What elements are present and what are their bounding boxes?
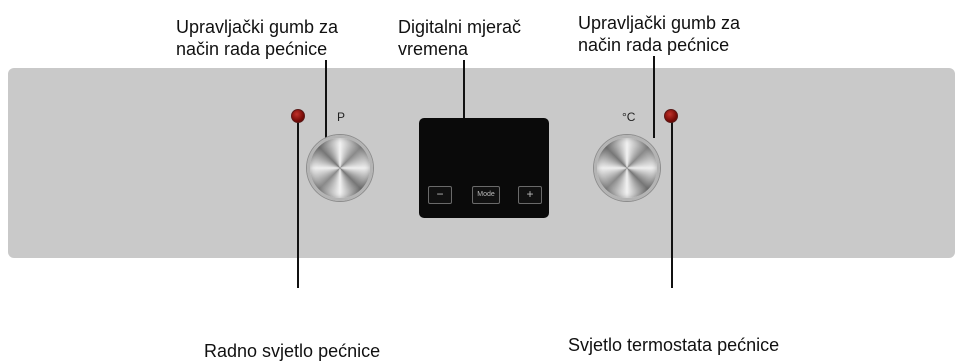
work-light-indicator — [291, 109, 305, 123]
timer-mode-button[interactable]: Mode — [472, 186, 500, 204]
temperature-control-knob[interactable] — [594, 135, 660, 201]
left-knob-leader-line — [325, 60, 327, 140]
thermostat-light-label: Svjetlo termostata pećnice — [568, 335, 780, 355]
mode-control-knob[interactable] — [307, 135, 373, 201]
work-light-leader-line — [297, 120, 299, 288]
thermostat-light-leader-line — [671, 120, 673, 288]
timer-label: Digitalni mjerač vremena — [398, 17, 522, 59]
right-knob-leader-line — [653, 56, 655, 138]
left-knob-label: Upravljački gumb za način rada pećnice — [176, 17, 339, 59]
temperature-symbol: °C — [622, 110, 636, 124]
work-light-label: Radno svjetlo pećnice — [204, 341, 381, 361]
program-symbol: P — [337, 110, 346, 124]
right-knob-label: Upravljački gumb za način rada pećnice — [578, 13, 741, 55]
timer-minus-button[interactable]: − — [428, 186, 452, 204]
timer-plus-button[interactable]: + — [518, 186, 542, 204]
timer-leader-line — [463, 60, 465, 118]
thermostat-light-indicator — [664, 109, 678, 123]
